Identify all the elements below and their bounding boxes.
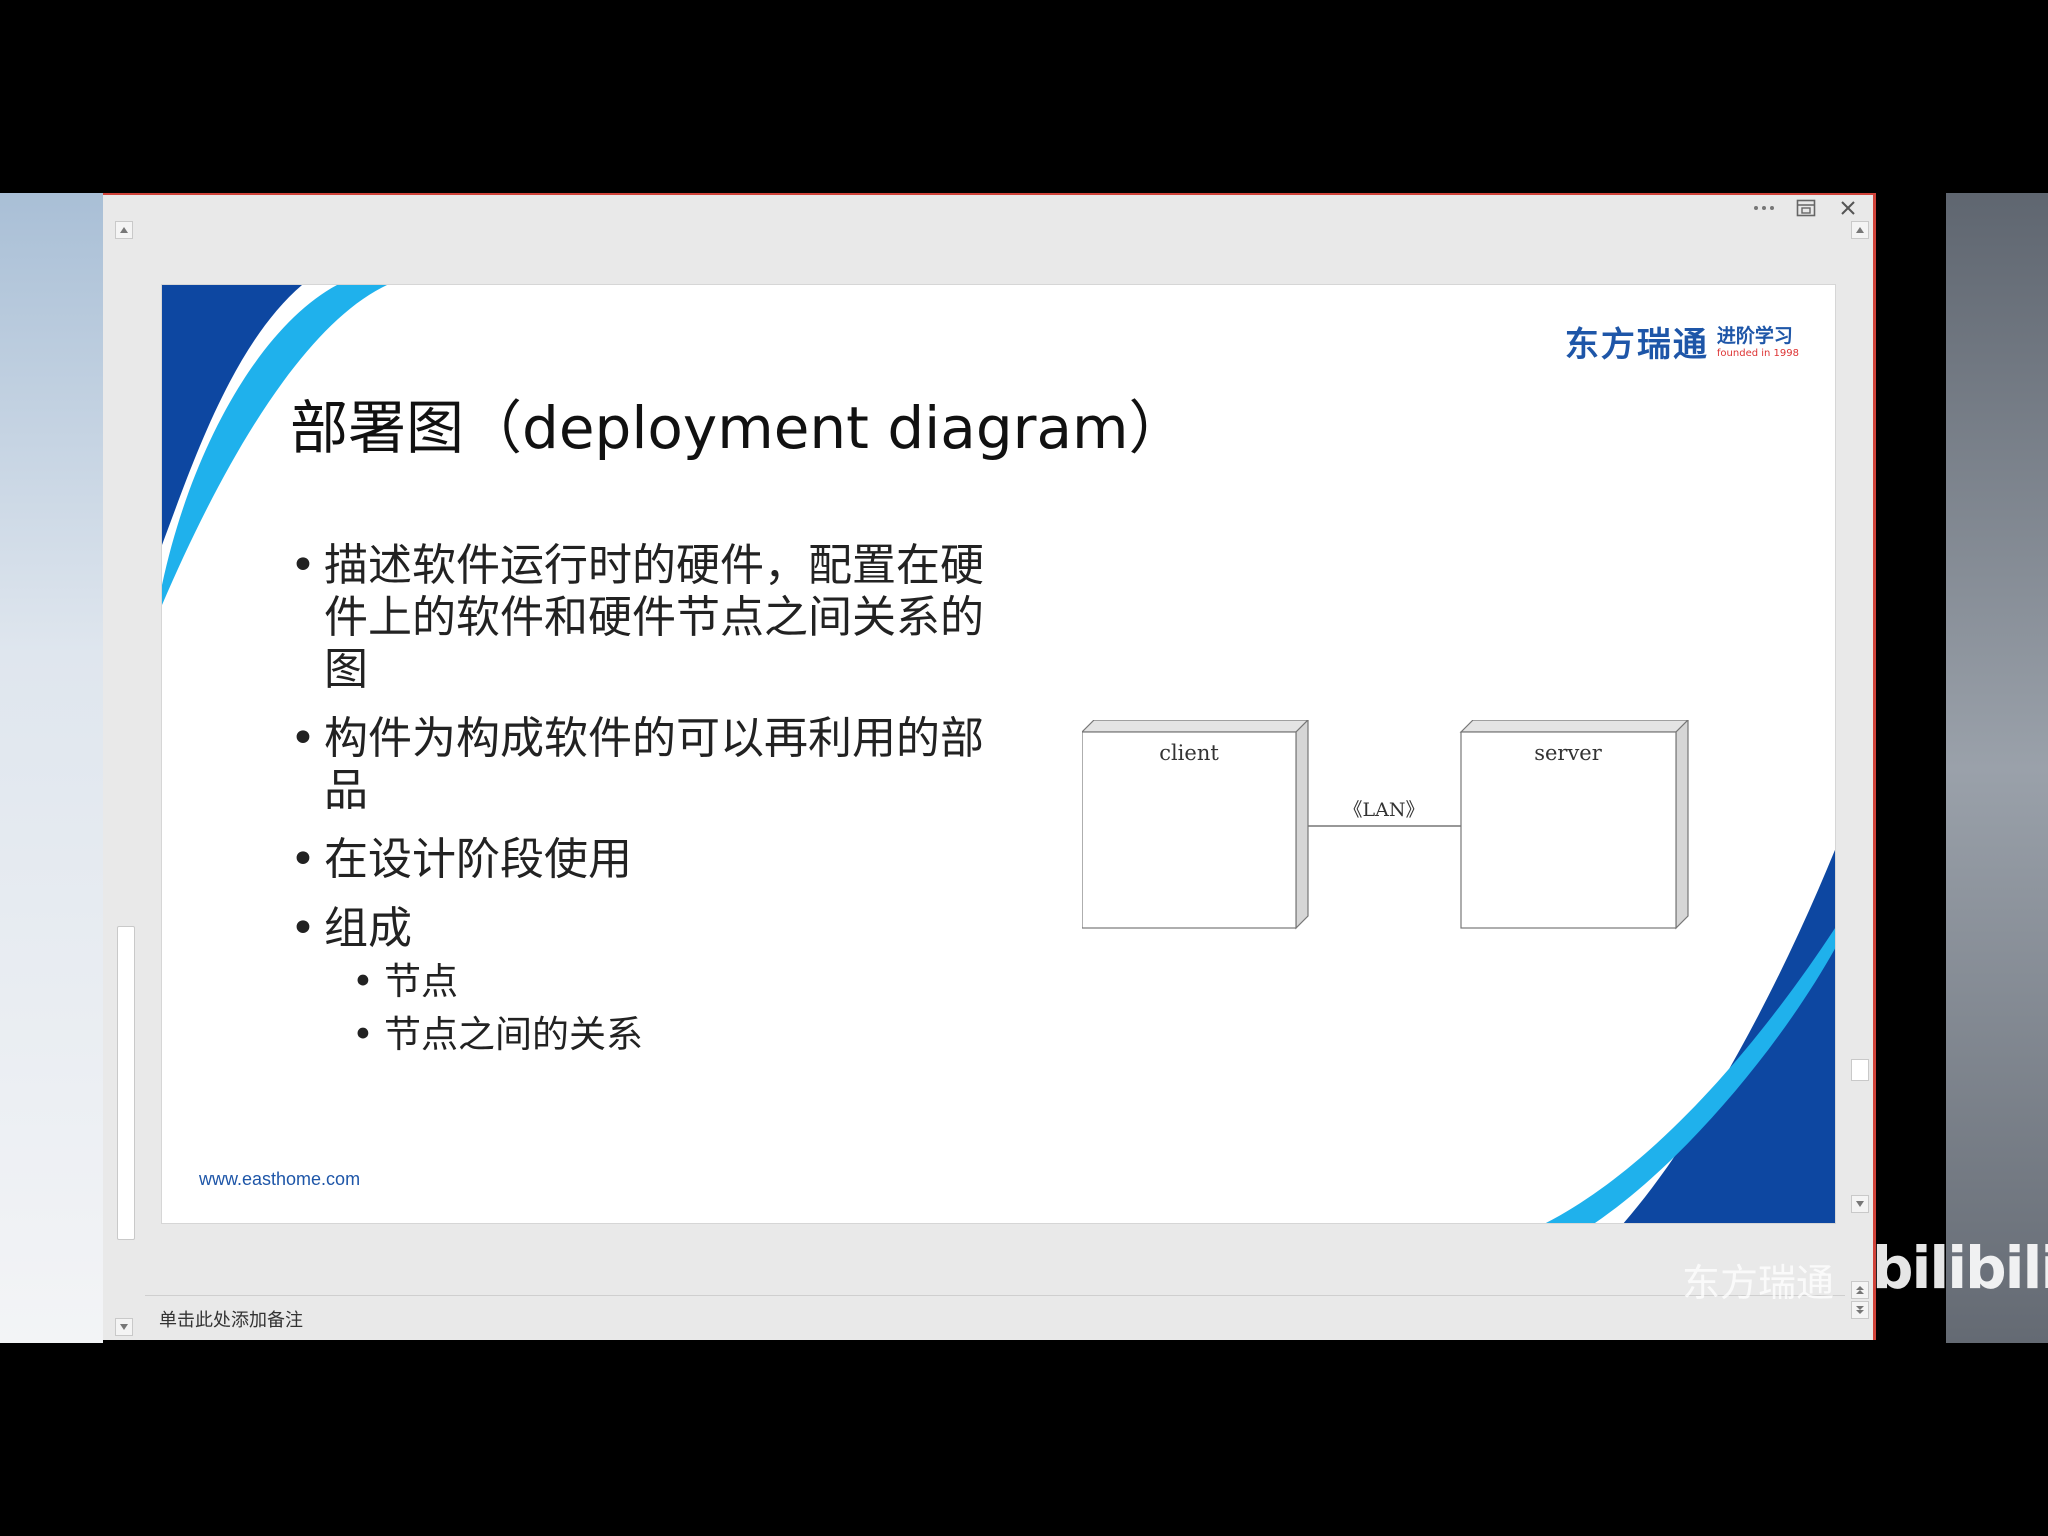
client-node: client (1082, 720, 1309, 930)
bilibili-logo: bilibili (1872, 1234, 2048, 1302)
watermark-text: 东方瑞通 (1682, 1261, 1835, 1305)
logo-subtitle: 进阶学习 (1716, 325, 1793, 347)
company-logo: 东方瑞通 进阶学习 founded in 1998 (1565, 317, 1799, 366)
scroll-up-arrow-icon[interactable] (115, 221, 133, 239)
slide-panel-scrollbar[interactable] (115, 221, 135, 1336)
logo-text: 东方瑞通 (1564, 325, 1709, 365)
logo-founded: founded in 1998 (1716, 348, 1799, 359)
bullet-item: 在设计阶段使用 (290, 834, 990, 886)
previous-slide-icon[interactable] (1851, 1281, 1869, 1299)
presentation-window: 东方瑞通 进阶学习 founded in 1998 部署图（deployment… (103, 193, 1876, 1340)
scroll-down-arrow-icon[interactable] (115, 1318, 133, 1336)
sub-bullet-item: 节点之间的关系 (352, 1008, 990, 1061)
slide-wave-decoration (162, 285, 1835, 1223)
bullet-item: 组成 (290, 903, 990, 955)
more-options-icon[interactable] (1753, 197, 1775, 219)
bullet-item: 构件为构成软件的可以再利用的部品 (290, 713, 990, 817)
bullet-list: 描述软件运行时的硬件，配置在硬件上的软件和硬件节点之间关系的图 构件为构成软件的… (290, 540, 990, 1061)
client-label: client (1159, 741, 1219, 765)
background-left (0, 193, 103, 1343)
close-icon[interactable] (1837, 197, 1859, 219)
next-slide-icon[interactable] (1851, 1301, 1869, 1319)
footer-url: www.easthome.com (199, 1169, 361, 1189)
background-right (1946, 193, 2048, 1343)
lan-label: 《LAN》 (1344, 799, 1425, 821)
slide-title: 部署图（deployment diagram） (290, 394, 1187, 462)
bullet-item: 描述软件运行时的硬件，配置在硬件上的软件和硬件节点之间关系的图 (290, 540, 990, 696)
scrollbar-thumb[interactable] (1851, 1059, 1869, 1081)
window-controls (1753, 197, 1859, 219)
sub-bullet-item: 节点 (352, 955, 990, 1008)
deployment-diagram: client server 《LAN》 (1082, 720, 1689, 930)
notes-pane[interactable]: 单击此处添加备注 (145, 1295, 1845, 1340)
scroll-down-arrow-icon[interactable] (1851, 1195, 1869, 1213)
notes-placeholder[interactable]: 单击此处添加备注 (159, 1310, 303, 1331)
restore-window-icon[interactable] (1795, 197, 1817, 219)
server-label: server (1534, 741, 1603, 765)
scrollbar-thumb[interactable] (117, 926, 135, 1240)
editor-scrollbar[interactable] (1851, 221, 1869, 1336)
server-node: server (1459, 720, 1689, 930)
slide-canvas[interactable]: 东方瑞通 进阶学习 founded in 1998 部署图（deployment… (161, 284, 1836, 1224)
scroll-up-arrow-icon[interactable] (1851, 221, 1869, 239)
